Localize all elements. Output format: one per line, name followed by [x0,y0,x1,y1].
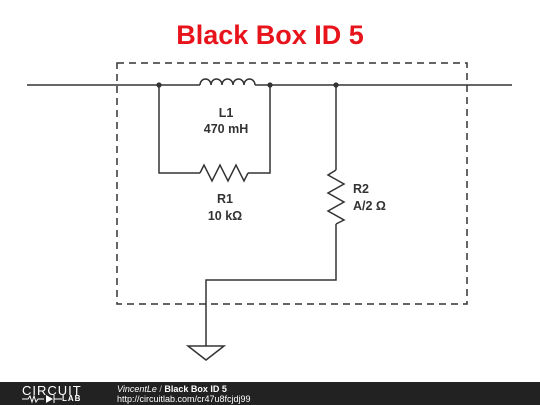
r1-branch [158,85,271,174]
circuitlab-logo-icon [22,394,62,404]
footer-bar: CIRCUIT LAB VincentLe / Black Box ID 5 h… [0,382,540,405]
r1-value-label: 10 kΩ [208,209,242,223]
credit-line: VincentLe / Black Box ID 5 [117,384,227,394]
r2-value-label: A/2 Ω [353,199,386,213]
schematic-title: Black Box ID 5 [176,20,364,50]
project-url-link[interactable]: http://circuitlab.com/cr47u8fcjdj99 [117,394,251,404]
black-box-boundary [116,62,468,305]
r1-name-label: R1 [217,192,233,206]
ground-icon [185,345,227,361]
junction-dot [267,82,273,88]
author-link[interactable]: VincentLe [117,384,157,394]
project-name: Black Box ID 5 [164,384,227,394]
inductor-l1 [199,78,256,86]
r2-name-label: R2 [353,182,369,196]
l1-name-label: L1 [219,106,234,120]
junction-dot [156,82,162,88]
circuitlab-logo-sub: LAB [62,394,82,403]
credit-separator: / [156,384,165,394]
circuitlab-logo-text: CIRCUIT [22,383,82,398]
l1-value-label: 470 mH [204,122,248,136]
junction-dot [333,82,339,88]
resistor-r2 [326,169,346,225]
r2-branch [205,85,337,346]
resistor-r1 [199,163,249,183]
